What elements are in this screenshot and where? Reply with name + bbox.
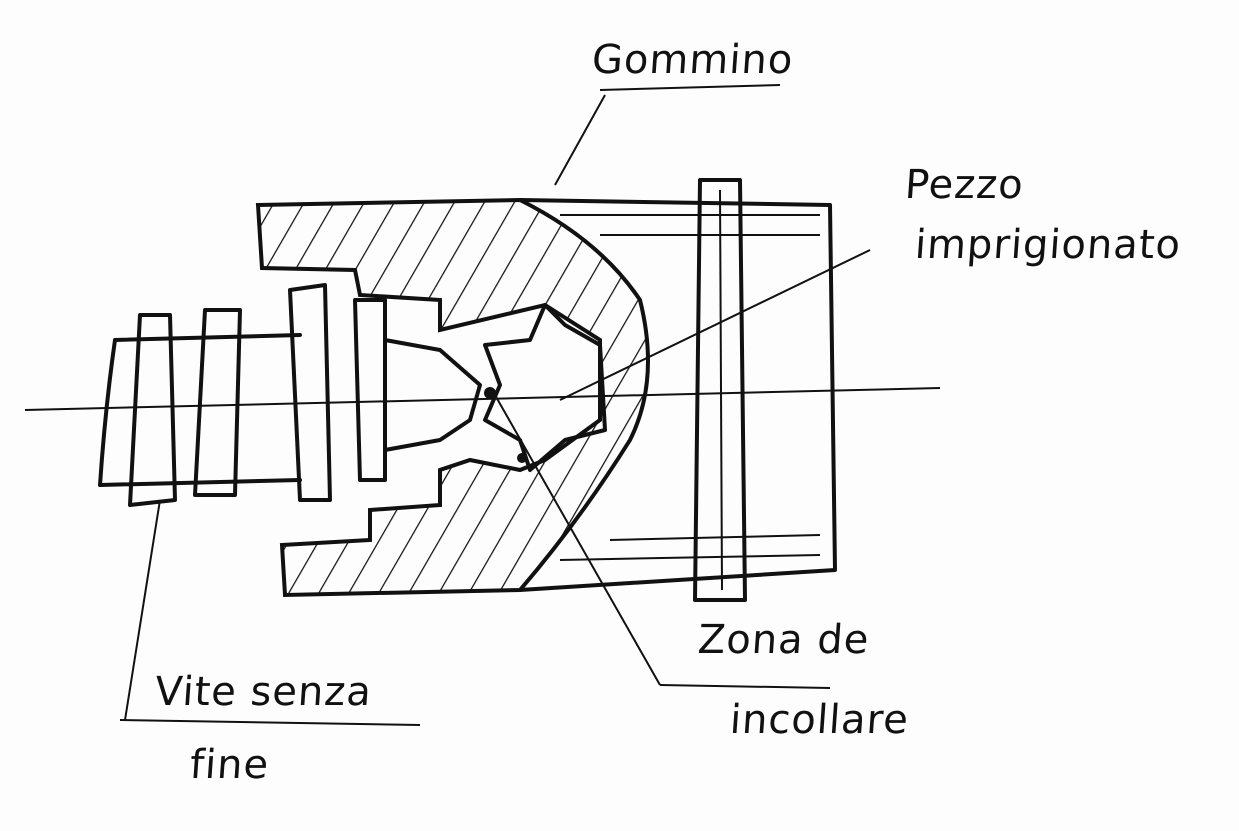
leader-zona xyxy=(494,394,661,686)
label-vite-line1: Vite senza xyxy=(153,669,374,715)
ring-rib xyxy=(693,178,747,602)
label-gommino: Gommino xyxy=(590,37,795,83)
label-vite-line2: fine xyxy=(188,742,271,788)
worm-screw xyxy=(98,333,302,487)
housing-section xyxy=(255,197,650,598)
leader-vite xyxy=(124,499,161,721)
label-zona-line2: incollare xyxy=(728,697,911,743)
center-axis xyxy=(24,387,941,411)
imprisoned-piece xyxy=(483,303,607,472)
gommino-outline xyxy=(518,198,837,592)
leader-pezzo xyxy=(559,249,871,401)
label-pezzo-line2: imprigionato xyxy=(913,222,1183,268)
label-pezzo-line1: Pezzo xyxy=(903,162,1026,208)
leader-gommino xyxy=(554,94,606,186)
label-zona-line1: Zona de xyxy=(696,617,872,663)
